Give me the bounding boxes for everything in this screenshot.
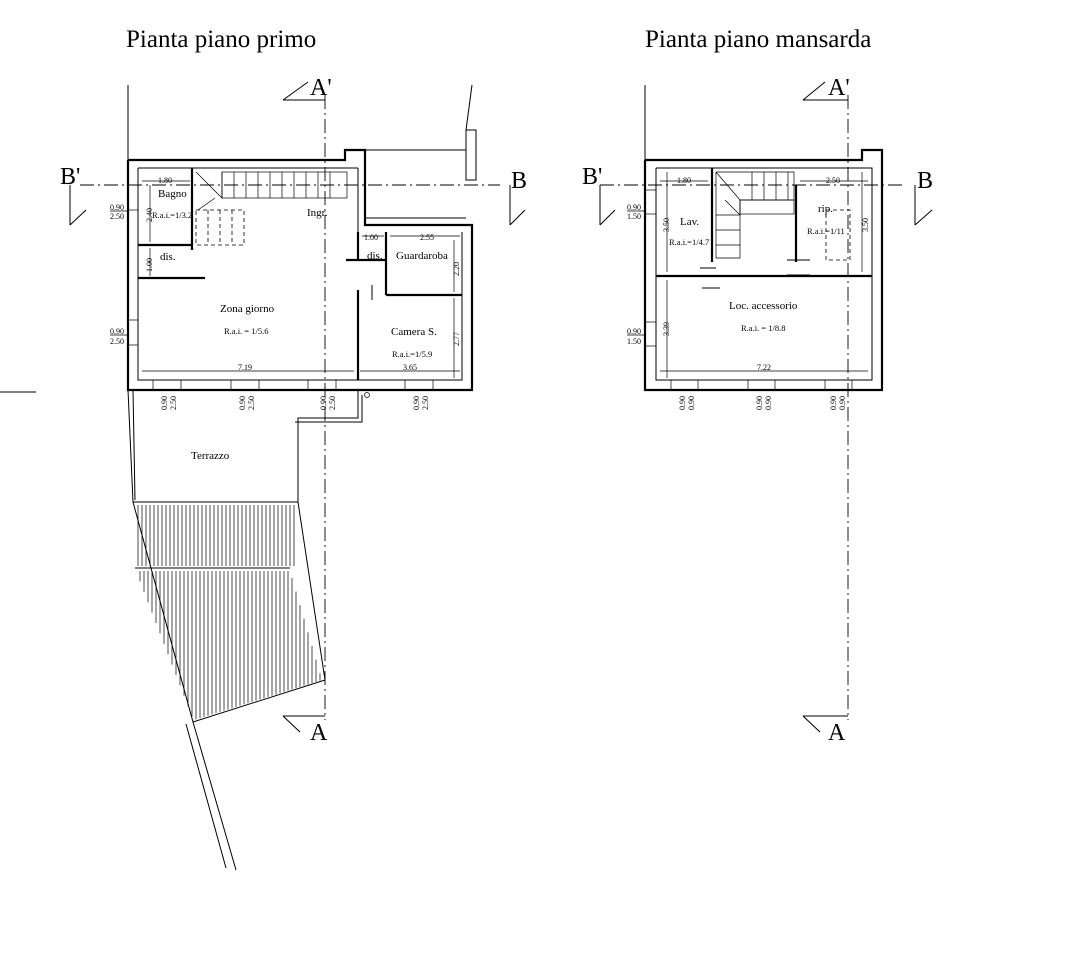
dim-attic-total-width: 7.22 <box>757 363 771 372</box>
dim-guardaroba-width: 2.55 <box>420 233 434 242</box>
win-side-mid-b: 2.50 <box>110 337 124 346</box>
attic-win-side-top-b: 1.50 <box>627 212 641 221</box>
dim-attic-left-height: 3.50 <box>662 218 671 232</box>
section-b-prime-1: B' <box>60 164 80 190</box>
dim-attic-right-width: 2.50 <box>826 176 840 185</box>
dim-bagno-width: 1.80 <box>158 176 172 185</box>
attic-win-bottom-3-b: 0.90 <box>838 396 847 410</box>
rai-zona-giorno: R.a.i. = 1/5.6 <box>224 326 268 336</box>
attic-win-side-mid-a: 0.90 <box>627 327 641 336</box>
win-bottom-2-b: 2.50 <box>247 396 256 410</box>
section-b-1: B <box>511 168 527 194</box>
rai-loc-accessorio: R.a.i. = 1/8.8 <box>741 323 785 333</box>
rai-rip: R.a.i.=1/11 <box>807 226 845 236</box>
win-side-mid-a: 0.90 <box>110 327 124 336</box>
room-label-zona-giorno: Zona giorno <box>220 303 275 315</box>
dim-attic-low-height: 3.39 <box>662 322 671 336</box>
win-bottom-2-a: 0.90 <box>238 396 247 410</box>
dim-camera-width: 3.65 <box>403 363 417 372</box>
stairs-attic <box>715 171 851 261</box>
room-label-rip: rip. <box>818 203 833 215</box>
rai-camera: R.a.i.=1/5.9 <box>392 349 432 359</box>
win-side-top-a: 0.90 <box>110 203 124 212</box>
attic-win-bottom-1-b: 0.90 <box>687 396 696 410</box>
dim-attic-left-width: 1.80 <box>677 176 691 185</box>
section-a-prime-1: A' <box>310 75 332 101</box>
room-label-lav: Lav. <box>680 216 699 228</box>
win-bottom-3-a: 0.90 <box>319 396 328 410</box>
win-side-top-b: 2.50 <box>110 212 124 221</box>
rai-bagno: R.a.i.=1/3.2 <box>152 210 192 220</box>
room-label-dis-1: dis. <box>160 251 176 263</box>
room-label-bagno: Bagno <box>158 188 187 200</box>
win-bottom-3-b: 2.50 <box>328 396 337 410</box>
room-label-guardaroba: Guardaroba <box>396 250 448 262</box>
stairs-first-floor <box>195 167 359 246</box>
win-bottom-4-a: 0.90 <box>412 396 421 410</box>
win-bottom-1-b: 2.50 <box>169 396 178 410</box>
terrace <box>127 389 370 871</box>
dim-dis-height: 1.00 <box>145 258 154 272</box>
room-label-loc-accessorio: Loc. accessorio <box>729 300 798 312</box>
section-a-2: A <box>828 720 846 746</box>
first-floor-plan: Bagno R.a.i.=1/3.2 Ingr. dis. dis. Guard… <box>0 75 527 871</box>
dim-guardaroba-height: 2.20 <box>452 262 461 276</box>
attic-plan: Lav. R.a.i.=1/4.7 rip. R.a.i.=1/11 Loc. … <box>582 75 933 746</box>
rai-lav: R.a.i.=1/4.7 <box>669 237 709 247</box>
section-b-prime-2: B' <box>582 164 602 190</box>
section-b-2: B <box>917 168 933 194</box>
section-a-1: A <box>310 720 328 746</box>
dim-bagno-height: 2.40 <box>145 208 154 222</box>
dim-attic-right-height: 3.50 <box>861 218 870 232</box>
dim-dis-width: 1.00 <box>364 233 378 242</box>
attic-win-bottom-2-a: 0.90 <box>755 396 764 410</box>
win-bottom-1-a: 0.90 <box>160 396 169 410</box>
attic-win-bottom-2-b: 0.90 <box>764 396 773 410</box>
attic-win-side-mid-b: 1.50 <box>627 337 641 346</box>
dim-total-width: 7.19 <box>238 363 252 372</box>
attic-win-side-top-a: 0.90 <box>627 203 641 212</box>
title-attic: Pianta piano mansarda <box>645 26 871 53</box>
section-a-prime-2: A' <box>828 75 850 101</box>
dim-camera-height: 2.77 <box>452 332 461 346</box>
room-label-terrazzo: Terrazzo <box>191 450 230 462</box>
attic-win-bottom-3-a: 0.90 <box>829 396 838 410</box>
attic-win-bottom-1-a: 0.90 <box>678 396 687 410</box>
title-first-floor: Pianta piano primo <box>126 26 316 53</box>
win-bottom-4-b: 2.50 <box>421 396 430 410</box>
room-label-dis-2: dis. <box>367 250 383 262</box>
room-label-camera: Camera S. <box>391 326 437 338</box>
room-label-ingresso: Ingr. <box>307 207 328 219</box>
